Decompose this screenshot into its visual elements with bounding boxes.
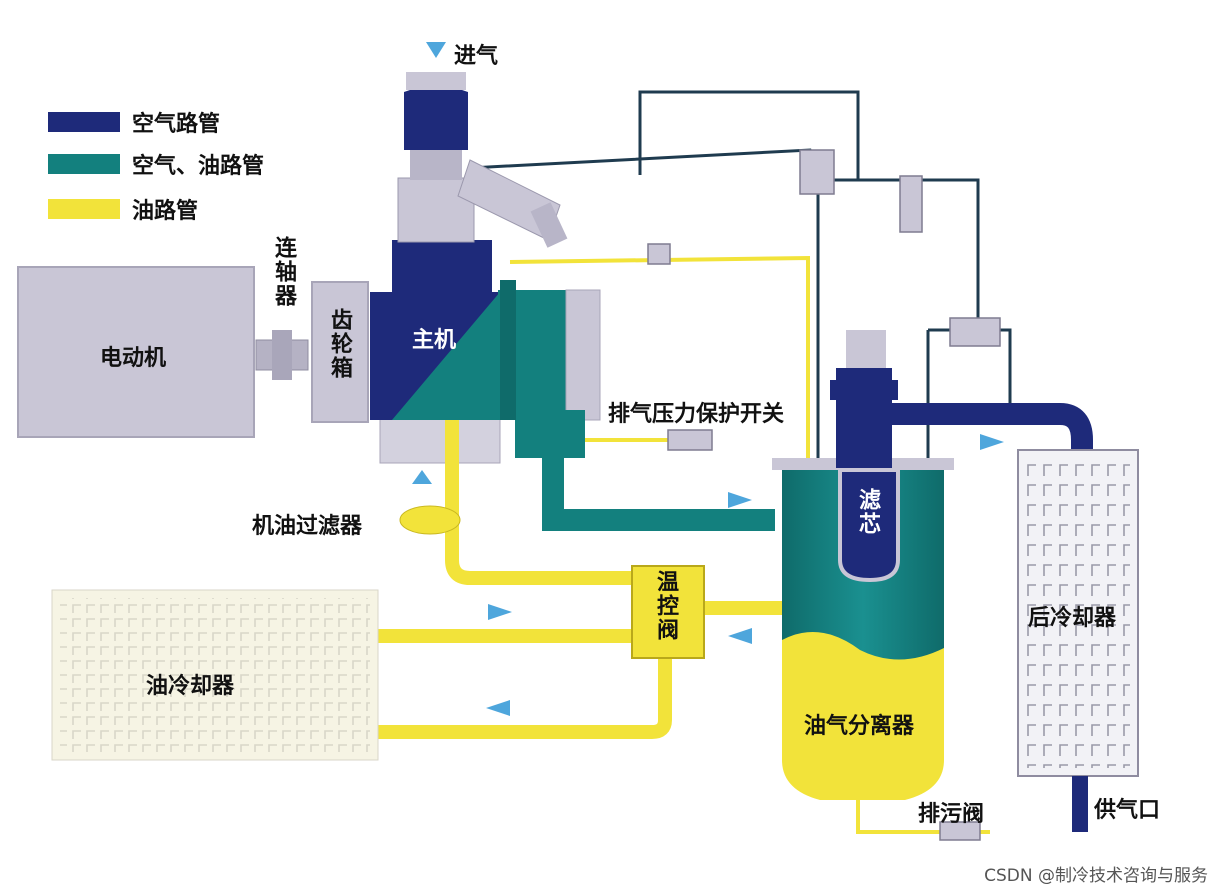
flow-arrows: [412, 42, 1004, 716]
legend-swatch-air-oil: [48, 154, 120, 174]
motor: [17, 266, 255, 438]
after-cooler: [1017, 449, 1139, 777]
air-oil-pipe: [542, 455, 775, 531]
small-valves: [647, 149, 1001, 841]
air-pipe: [890, 403, 1093, 452]
supply-pipe: [1072, 776, 1088, 832]
label-supply-port: 供气口: [1094, 798, 1161, 823]
legend-swatch-oil: [48, 199, 120, 219]
label-motor: 电动机: [100, 346, 167, 371]
intake-valve: [397, 72, 568, 248]
label-after-cooler: 后冷却器: [1028, 606, 1117, 631]
label-thermo-valve: 温控阀: [653, 570, 678, 642]
oil-cooler: [51, 589, 379, 761]
legend-air-oil: 空气、油路管: [48, 150, 265, 179]
thermo-valve: [631, 565, 705, 659]
watermark: CSDN @制冷技术咨询与服务: [984, 866, 1208, 886]
label-coupling: 连轴器: [271, 236, 296, 308]
oil-filter: [399, 505, 461, 535]
legend-oil: 油路管: [48, 195, 199, 224]
label-drain-valve: 排污阀: [918, 802, 985, 827]
legend-air: 空气路管: [48, 108, 221, 137]
oil-gas-separator: [772, 330, 954, 800]
label-main-unit: 主机: [412, 328, 457, 353]
label-intake: 进气: [454, 44, 499, 69]
label-oil-filter: 机油过滤器: [252, 514, 363, 539]
label-filter-element: 滤芯: [855, 488, 880, 536]
legend-label-air-oil: 空气、油路管: [132, 154, 265, 179]
label-separator: 油气分离器: [804, 714, 915, 739]
main-unit: [370, 240, 601, 464]
legend-label-oil: 油路管: [132, 199, 199, 224]
label-gearbox: 齿轮箱: [327, 308, 352, 380]
legend-swatch-air: [48, 112, 120, 132]
label-oil-cooler: 油冷却器: [146, 674, 235, 699]
oil-pipes: [378, 420, 837, 739]
gearbox: [311, 281, 369, 423]
legend-label-air: 空气路管: [132, 112, 221, 137]
label-pressure-switch: 排气压力保护开关: [608, 402, 785, 427]
